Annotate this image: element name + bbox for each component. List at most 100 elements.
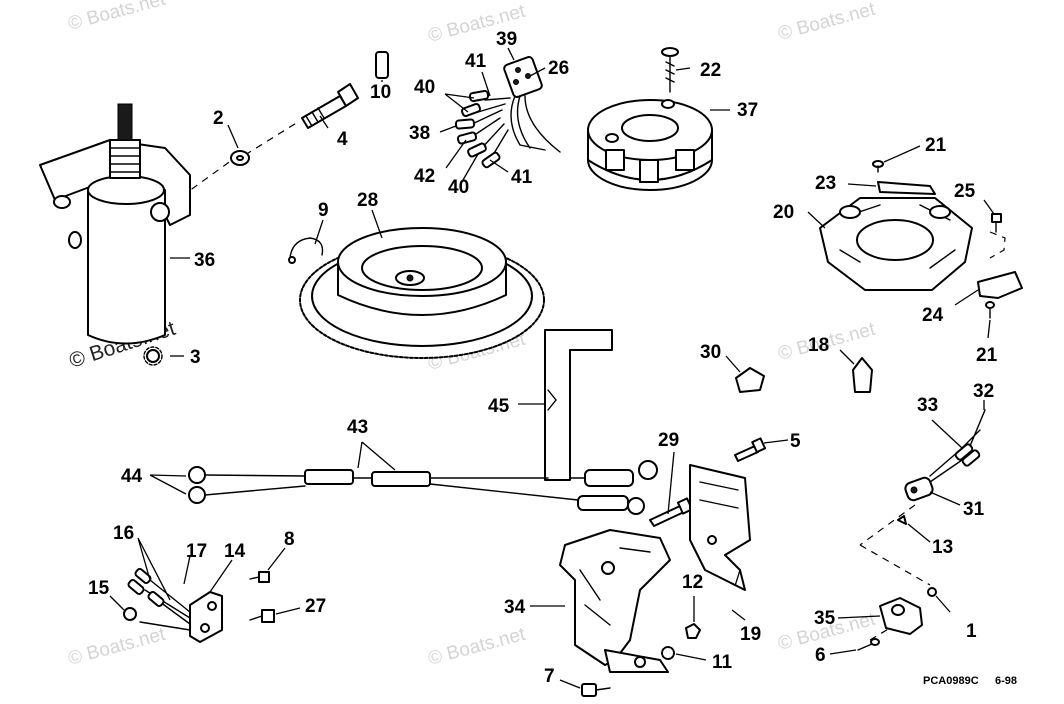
boot-body <box>544 329 613 481</box>
leader-line <box>489 159 509 173</box>
retainer-bracket <box>877 181 936 195</box>
lead-terminal <box>961 449 981 467</box>
callout-18: 18 <box>808 335 829 356</box>
ring-terminal <box>188 486 206 504</box>
leader-line <box>667 451 675 515</box>
stator-coil <box>605 149 625 171</box>
switch-leads <box>929 409 986 483</box>
leader-line <box>137 537 171 601</box>
watermark-text: © Boats.net <box>776 0 878 45</box>
switch-button <box>910 486 918 494</box>
leader-line <box>983 199 995 215</box>
cable-sleeve <box>304 469 354 485</box>
bolt-shank <box>301 95 347 129</box>
screw-shank <box>249 615 263 621</box>
mounting-bracket <box>559 529 671 673</box>
leader-line <box>829 649 857 655</box>
switch-bracket <box>879 597 923 635</box>
watermark-text: © Boats.net <box>426 624 528 670</box>
callout-35: 35 <box>814 608 836 629</box>
screw-head <box>991 213 1002 223</box>
stator <box>587 99 713 191</box>
flywheel-inner <box>361 245 483 291</box>
screw <box>991 213 1002 233</box>
lock-washer <box>661 646 675 660</box>
cable-lead <box>204 474 306 496</box>
boot-arrow <box>547 389 557 411</box>
callout-41: 41 <box>465 51 487 72</box>
leader-line <box>559 679 581 689</box>
ring-terminal <box>188 466 206 484</box>
leader-line <box>763 439 789 444</box>
screw-head <box>261 609 275 623</box>
callout-36: 36 <box>194 250 215 271</box>
leader-line <box>371 209 383 239</box>
screw <box>872 160 884 173</box>
solenoid-leads <box>139 579 191 631</box>
leader-line <box>883 145 921 163</box>
callout-7: 7 <box>544 666 555 687</box>
leader-line <box>149 474 187 495</box>
starter-mount-hole <box>53 195 71 209</box>
lock-washer <box>146 349 160 363</box>
solenoid-hole <box>200 623 210 633</box>
lead-terminal <box>127 579 145 595</box>
callout-21b: 21 <box>976 345 998 366</box>
lock-washer-teeth <box>143 346 163 366</box>
leader-line <box>529 67 546 77</box>
stator-coil <box>675 149 695 171</box>
screw-head <box>661 47 679 57</box>
screw <box>661 47 679 93</box>
callout-labels: 1 2 3 4 5 6 7 8 9 10 11 12 13 14 15 16 1… <box>88 29 998 687</box>
bracket-hole <box>634 656 646 668</box>
callout-5: 5 <box>790 431 801 452</box>
stator-mount-hole <box>605 133 619 143</box>
cable-boot <box>544 329 613 481</box>
bracket-wedge <box>852 357 873 393</box>
leader-line <box>837 615 881 619</box>
callout-8: 8 <box>284 529 295 550</box>
starter-body <box>87 189 166 345</box>
leader-line <box>839 349 855 365</box>
figure-code: PCA0989C <box>923 675 979 687</box>
leader-line <box>183 555 191 585</box>
washer-hole <box>236 155 244 161</box>
callout-40b: 40 <box>448 177 469 198</box>
callout-14: 14 <box>224 541 246 562</box>
bolt-head <box>581 683 597 697</box>
screw-shank <box>649 505 685 527</box>
leader-line <box>675 67 691 71</box>
wire-harness <box>454 56 561 169</box>
lead-terminal <box>467 142 487 158</box>
callout-40: 40 <box>414 77 435 98</box>
callout-31: 31 <box>963 499 985 520</box>
callout-13: 13 <box>932 537 953 558</box>
callout-25: 25 <box>954 181 976 202</box>
nut <box>685 623 701 639</box>
starter-mount-hole <box>68 231 82 249</box>
leader-line <box>725 355 741 373</box>
screw-head <box>258 571 270 583</box>
callout-28: 28 <box>357 190 378 211</box>
shield-hole <box>707 535 717 545</box>
ring-terminal <box>627 497 645 515</box>
callout-44: 44 <box>121 466 143 487</box>
bolt <box>301 83 359 129</box>
screw-shank <box>249 576 260 580</box>
assembly-line <box>989 231 1006 259</box>
screw <box>249 609 275 623</box>
plate-bore <box>856 219 934 261</box>
callout-29: 29 <box>658 430 679 451</box>
screw <box>857 638 880 651</box>
callout-24: 24 <box>922 305 944 326</box>
nut <box>927 587 937 597</box>
connector-pin <box>525 73 531 79</box>
lead-terminal <box>456 131 478 145</box>
leader-line <box>357 441 396 471</box>
leader-line <box>807 211 826 229</box>
callout-45: 45 <box>488 396 510 417</box>
callout-39: 39 <box>496 29 517 50</box>
callout-27: 27 <box>305 596 326 617</box>
